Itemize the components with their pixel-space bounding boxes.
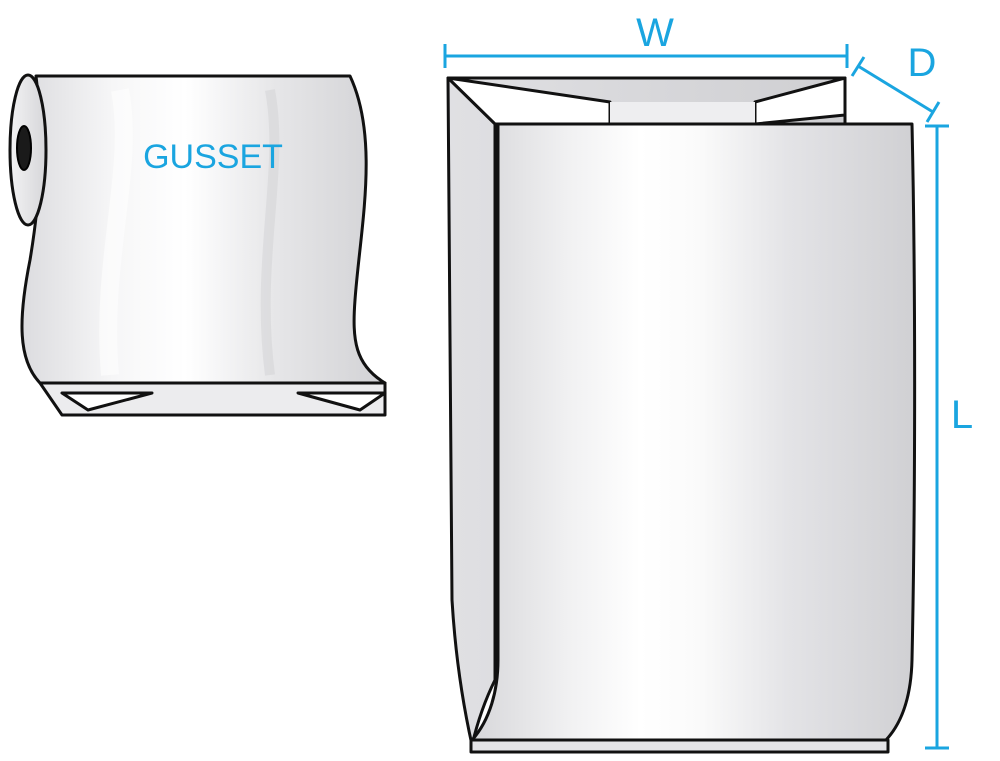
- roll-film-sheet: [20, 74, 387, 385]
- gusset-roll-icon: GUSSET: [8, 73, 387, 417]
- length-dimension: L: [925, 124, 973, 750]
- length-label: L: [951, 393, 973, 437]
- bag-front-panel: [470, 122, 917, 742]
- width-label: W: [636, 11, 674, 55]
- roll-gusset-right-notch: [296, 391, 387, 412]
- gusseted-bag-icon: [446, 76, 917, 754]
- roll-gusset-label: GUSSET: [143, 138, 283, 176]
- bag-bottom-seam: [469, 738, 890, 754]
- width-dimension: W: [443, 11, 849, 68]
- roll-gusset-left-notch: [60, 391, 154, 412]
- depth-dimension: D: [850, 41, 941, 123]
- depth-label: D: [908, 41, 937, 85]
- roll-bottom-fold: [38, 381, 387, 417]
- roll-core-hole: [16, 125, 32, 171]
